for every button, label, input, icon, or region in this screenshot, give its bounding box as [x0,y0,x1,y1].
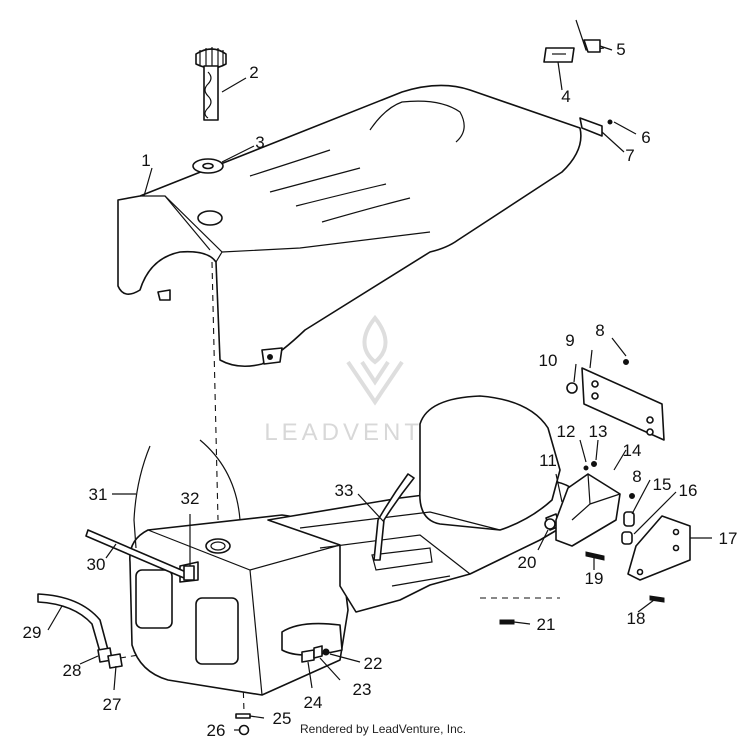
frame-pan [267,395,585,613]
seat-clip [579,117,613,137]
callout-19: 19 [585,569,604,588]
fuel-line-29 [37,593,109,653]
washer-12 [583,465,589,471]
rear-bracket [555,473,621,547]
callout-3: 3 [255,133,264,152]
callouts: 1 2 3 4 5 6 7 8 8 9 10 11 12 13 14 15 16… [23,40,738,740]
callout-4: 4 [561,87,570,106]
callout-15: 15 [653,475,672,494]
callout-24: 24 [304,693,323,712]
callout-13: 13 [589,422,608,441]
nut-10 [566,382,578,394]
vent-hose-33 [373,473,415,561]
spacer-15 [623,511,635,527]
hoses [37,439,415,669]
hardware [235,359,665,736]
vent-hose-31b [199,439,241,521]
callout-8-top: 8 [595,321,604,340]
watermark-logo-icon [346,314,404,406]
callout-6: 6 [641,128,650,147]
callout-17: 17 [719,529,738,548]
callout-33: 33 [335,481,354,500]
spacer-16 [621,531,633,545]
callout-7: 7 [625,146,634,165]
callout-18: 18 [627,609,646,628]
clamp-23 [313,645,323,659]
callout-8-mid: 8 [632,467,641,486]
callout-30: 30 [87,555,106,574]
callout-12: 12 [557,422,576,441]
washer-13 [591,461,597,467]
callout-11: 11 [539,451,557,470]
callout-5: 5 [616,40,625,59]
decal [543,47,575,63]
screw-8-mid [629,493,635,499]
callout-29: 29 [23,623,42,642]
gas-cap [195,47,227,121]
footer-credit: Rendered by LeadVenture, Inc. [300,722,467,736]
mounting-plate [581,367,665,441]
callout-31: 31 [89,485,108,504]
nut-26 [238,724,250,736]
callout-26: 26 [207,721,226,740]
callout-1: 1 [141,151,150,170]
side-bracket [627,515,691,581]
washer-25 [235,713,251,719]
gasket [192,158,224,174]
callout-25: 25 [273,709,292,728]
fitting-32 [183,565,195,581]
callout-10: 10 [539,351,558,370]
leader-lines [47,45,712,731]
callout-2: 2 [249,63,258,82]
bolt-21 [499,619,515,625]
clip-22 [322,648,330,656]
vent-hose-31 [133,445,151,549]
callout-27: 27 [103,695,122,714]
fuel-tank [129,514,349,696]
screw-8-top [623,359,629,365]
grommet-24 [301,649,315,663]
callout-22: 22 [364,654,383,673]
bracket-top [575,19,605,53]
callout-16: 16 [679,481,698,500]
nut-20 [544,518,556,530]
bolt-19 [585,551,605,561]
callout-9: 9 [565,331,574,350]
callout-14: 14 [623,441,642,460]
callout-32: 32 [181,489,200,508]
valve-27 [107,653,123,669]
callout-28: 28 [63,661,82,680]
callout-21: 21 [537,615,556,634]
callout-20: 20 [518,553,537,572]
callout-23: 23 [353,680,372,699]
seat [117,84,582,368]
